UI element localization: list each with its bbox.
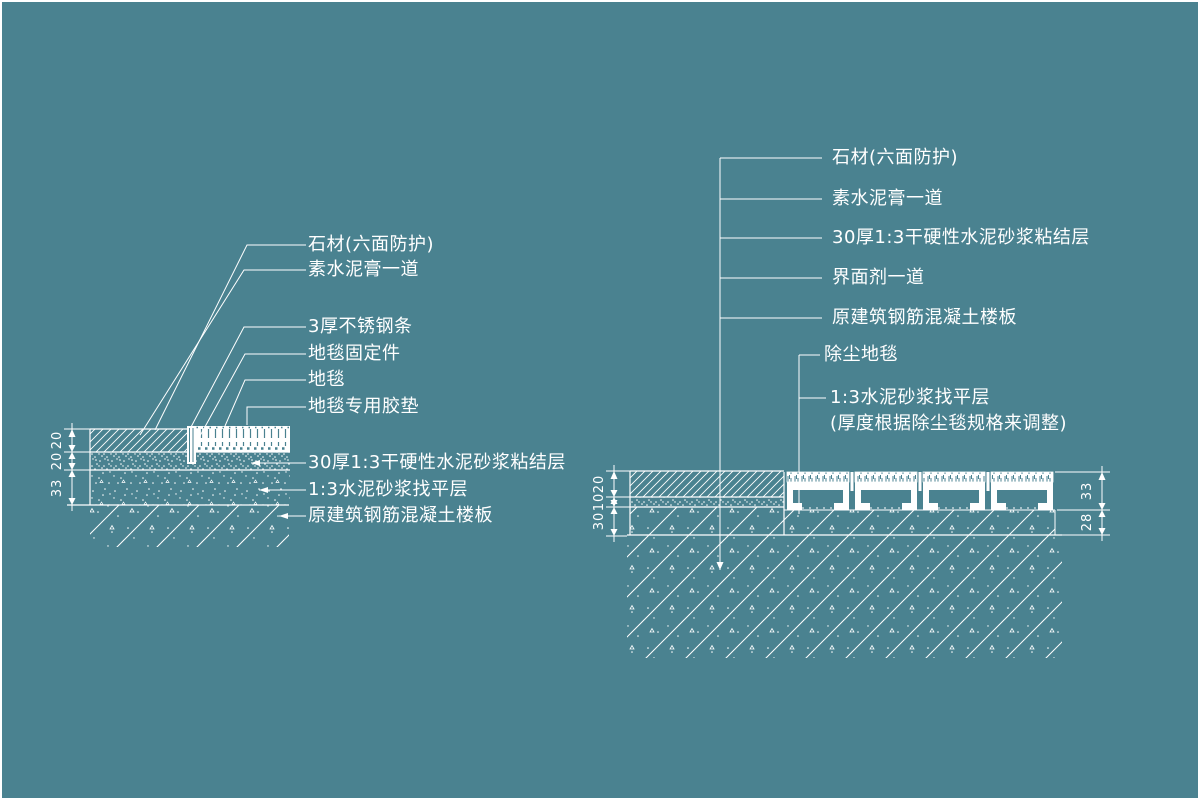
- label-left-slab: 原建筑钢筋混凝土楼板: [308, 505, 493, 526]
- label-right-cement-paste: 素水泥膏一道: [832, 188, 943, 209]
- carpet-block: [189, 426, 290, 452]
- label-right-leveling-layer: 1:3水泥砂浆找平层: [830, 387, 990, 408]
- dim-left-screed-33: 33: [50, 478, 65, 498]
- label-left-carpet-underlay: 地毯专用胶垫: [308, 396, 419, 417]
- label-left-carpet: 地毯: [308, 369, 345, 390]
- label-left-steel-strip: 3厚不锈钢条: [308, 316, 413, 337]
- left-dimension-lines: [64, 423, 92, 511]
- label-right-leveling-note: (厚度根据除尘毯规格来调整): [830, 413, 1068, 434]
- dim-right-mortar-30: 30: [592, 511, 607, 531]
- label-left-cement-paste: 素水泥膏一道: [308, 259, 419, 280]
- label-right-dust-carpet: 除尘地毯: [824, 344, 898, 365]
- label-right-stone: 石材(六面防护): [832, 147, 959, 168]
- dim-right-leveling-28: 28: [1080, 512, 1095, 532]
- label-left-bonding-layer: 30厚1:3干硬性水泥砂浆粘结层: [308, 452, 566, 473]
- label-right-slab: 原建筑钢筋混凝土楼板: [832, 307, 1017, 328]
- steel-strip: [187, 426, 196, 464]
- dust-carpet-modules: [786, 471, 1054, 510]
- right-left-dimension-lines: [606, 465, 632, 542]
- left-detail-section: [64, 244, 306, 547]
- label-left-leveling-layer: 1:3水泥砂浆找平层: [308, 479, 468, 500]
- label-left-carpet-fixing: 地毯固定件: [308, 343, 401, 364]
- right-right-dimension-lines: [1055, 466, 1110, 541]
- right-detail-section: [606, 157, 1110, 658]
- left-leader-lines: [139, 244, 306, 517]
- right-leader-lines: [719, 157, 826, 570]
- label-right-interface-agent: 界面剂一道: [832, 267, 925, 288]
- label-left-stone: 石材(六面防护): [308, 234, 435, 255]
- label-right-bonding-layer: 30厚1:3干硬性水泥砂浆粘结层: [832, 227, 1090, 248]
